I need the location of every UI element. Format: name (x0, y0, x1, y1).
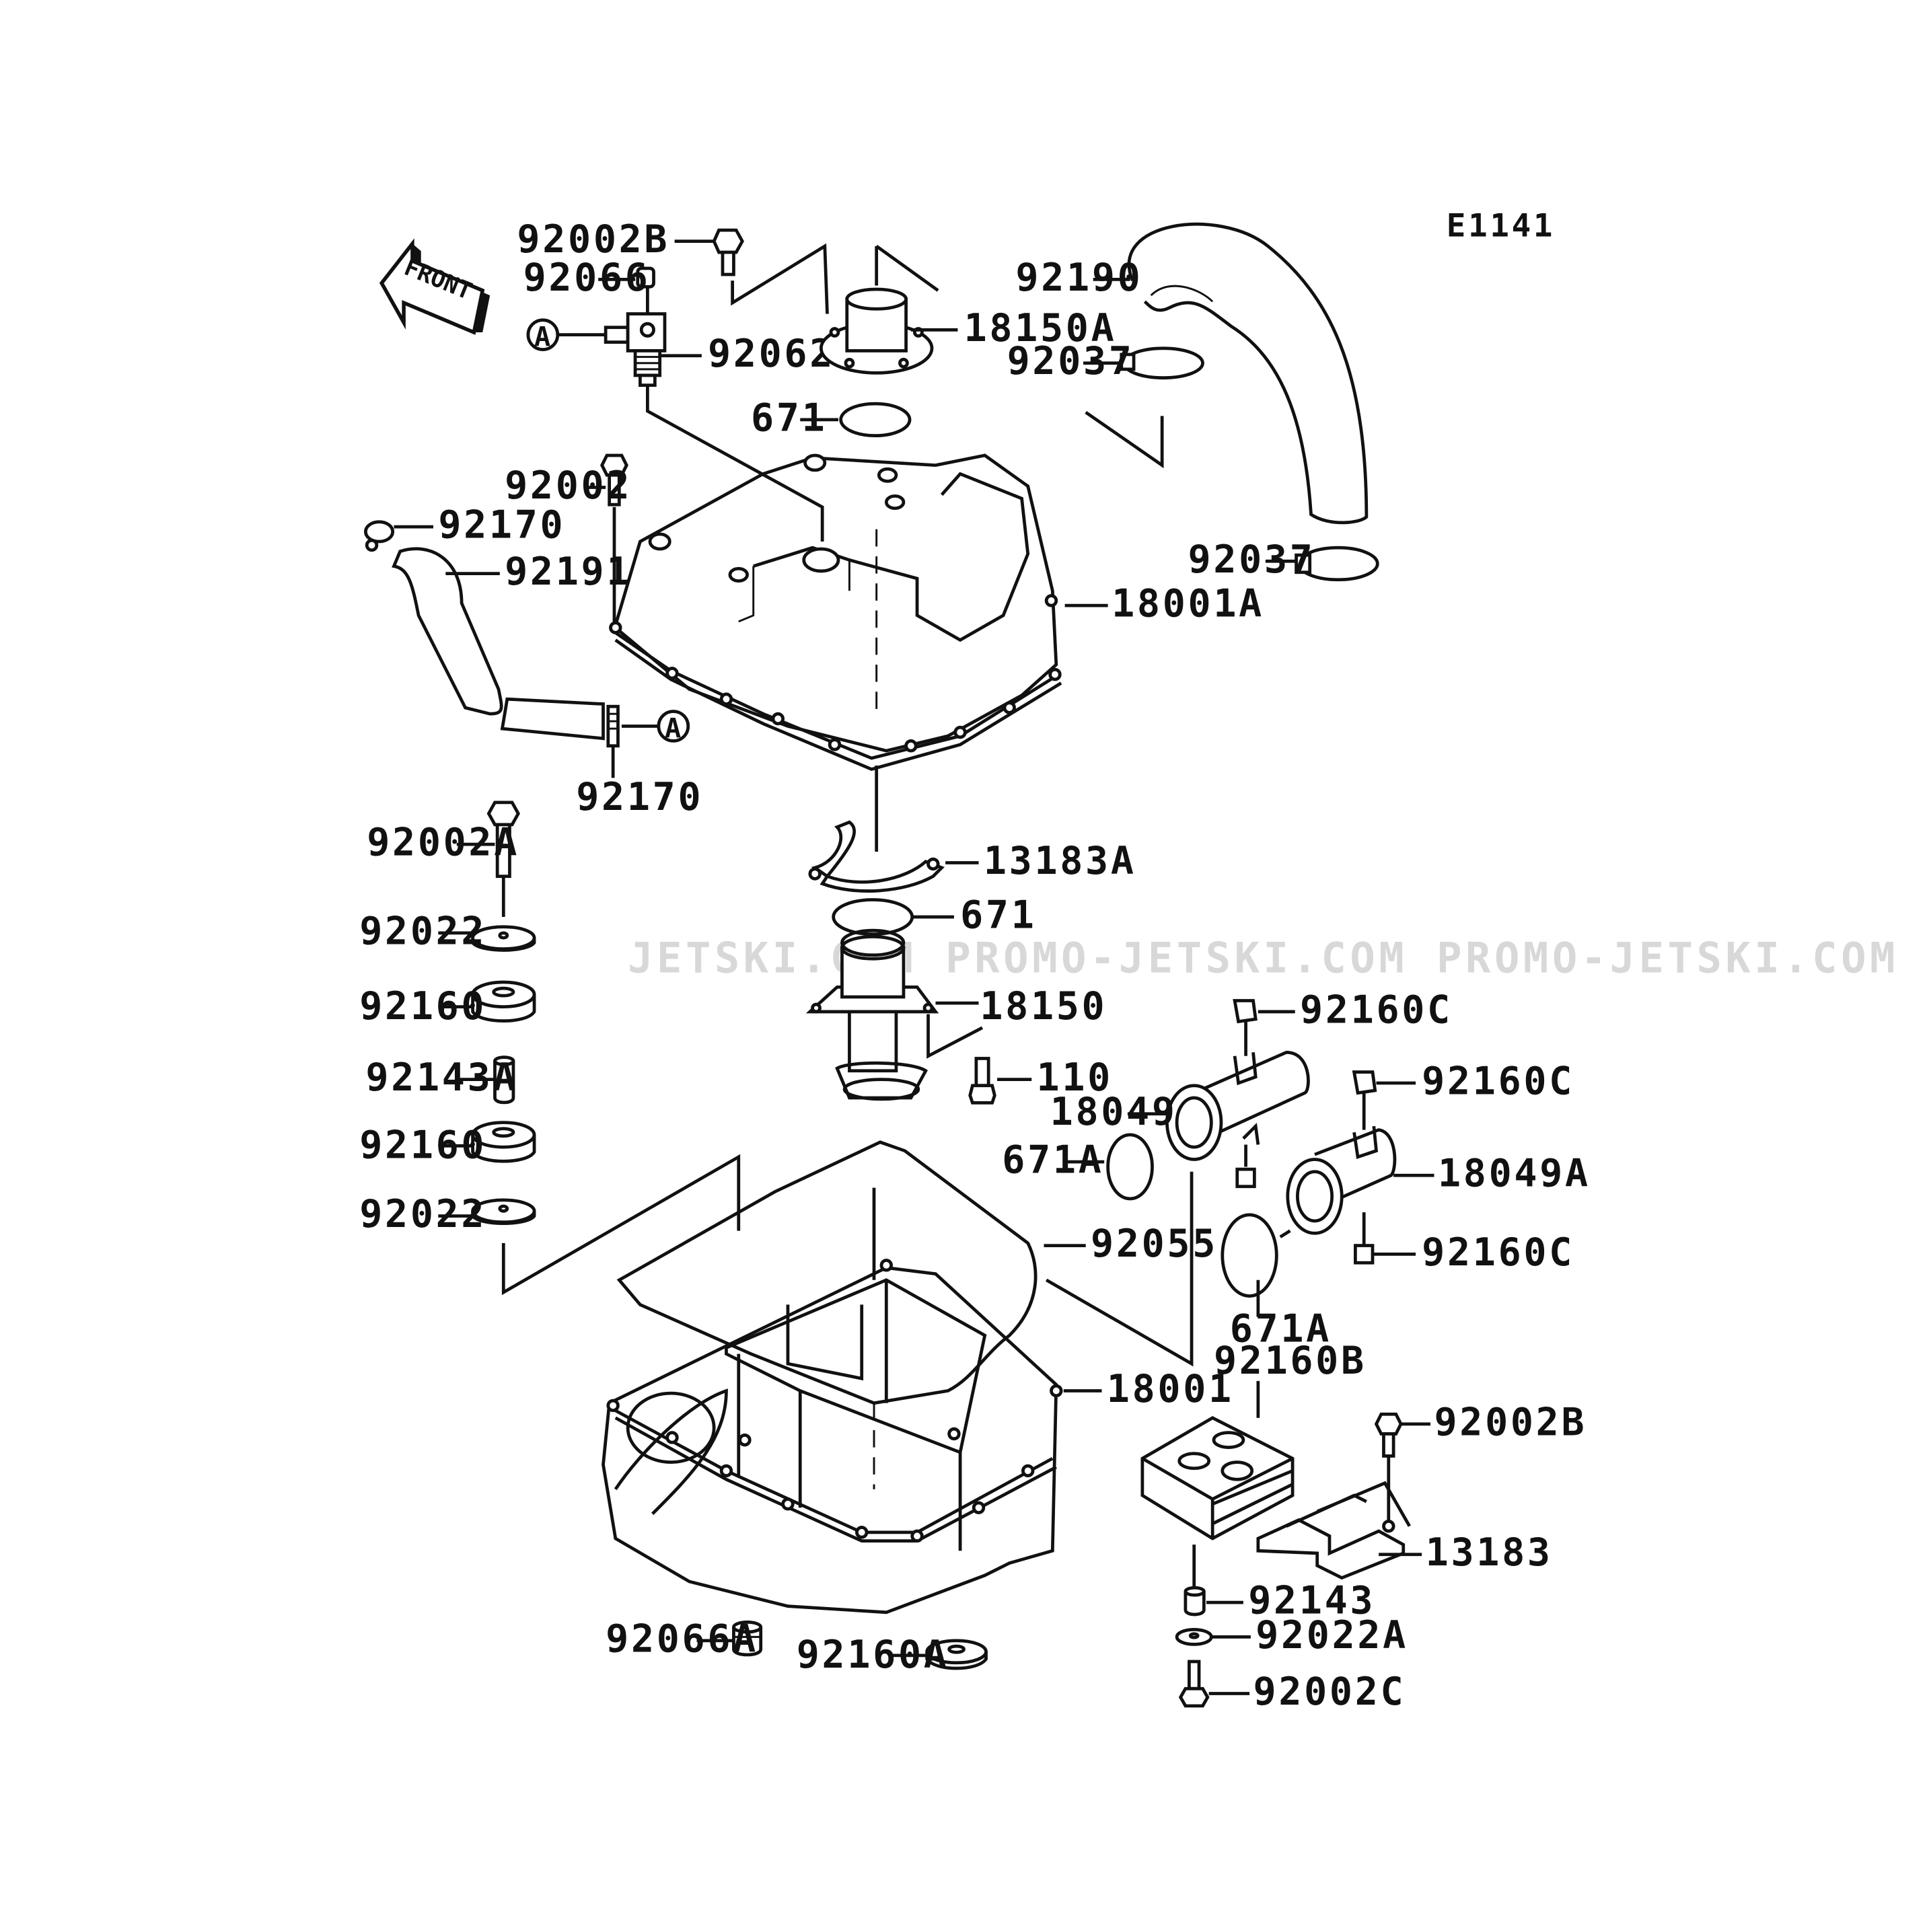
clamp-92037-top (1083, 346, 1204, 469)
label-671A-right: 671A (1230, 1306, 1332, 1351)
bolt-92002A (456, 801, 520, 918)
gasket-92055 (616, 1140, 1086, 1405)
fitting-18150A (819, 287, 958, 375)
plug-92066A (696, 1621, 763, 1657)
spacer-92143A (455, 1055, 515, 1105)
bolt-92002B-bottom (1374, 1412, 1431, 1520)
watermark-text: JETSKI.COM PROMO-JETSKI.COM PROMO-JETSKI… (628, 933, 1899, 982)
label-671A-left: 671A (1002, 1138, 1103, 1183)
fitting-92062 (604, 287, 824, 542)
lower-case-18001 (602, 1259, 1102, 1614)
label-92062: 92062 (708, 332, 835, 376)
label-18049A: 18049A (1438, 1152, 1591, 1196)
cap-92066 (636, 266, 655, 289)
label-92160-top: 92160 (359, 984, 486, 1029)
bracket-13183 (1256, 1481, 1422, 1580)
clamp-92037-bottom (1265, 546, 1379, 582)
oring-671A-right (1045, 1171, 1291, 1367)
label-18150: 18150 (980, 984, 1107, 1029)
label-13183: 13183 (1426, 1530, 1553, 1575)
intake-18049 (1127, 1050, 1310, 1189)
hose-92190 (1093, 222, 1369, 525)
bolt-92002B-top (674, 228, 939, 314)
upper-case-18001A (609, 453, 1108, 772)
front-arrow-icon: FRONT (379, 238, 490, 335)
spacer-92143 (1184, 1586, 1243, 1617)
label-92022-top: 92022 (359, 909, 486, 953)
intake-18049A (1286, 1125, 1434, 1265)
washer-92022-top (438, 925, 536, 952)
label-92170-bottom: 92170 (576, 775, 703, 819)
ref-a-marker-bottom (657, 710, 690, 743)
clip-92160C-2 (1352, 1070, 1416, 1130)
label-18001: 18001 (1107, 1367, 1234, 1411)
diagram-code: E1141 (1447, 207, 1555, 244)
ref-a-marker-top (526, 318, 560, 351)
ref-a-label-top: A (534, 322, 550, 352)
label-92143A: 92143A (365, 1055, 518, 1100)
label-18150A: 18150A (964, 306, 1117, 350)
grommet-92160A (888, 1639, 988, 1670)
label-92037-bottom: 92037 (1188, 537, 1315, 582)
label-92037-top: 92037 (1007, 339, 1134, 383)
label-110: 110 (1037, 1055, 1113, 1100)
label-92143: 92143 (1248, 1579, 1375, 1623)
clip-92170-bottom (606, 704, 658, 778)
oring-671A-left (1064, 1133, 1154, 1201)
label-92055: 92055 (1091, 1222, 1218, 1266)
bolt-110 (968, 1057, 1032, 1105)
washer-92022A (1175, 1628, 1251, 1646)
label-92191: 92191 (505, 550, 632, 594)
label-671-top: 671 (751, 396, 827, 440)
label-18049: 18049 (1050, 1090, 1177, 1134)
label-92160B: 92160B (1214, 1339, 1367, 1383)
label-92170-top: 92170 (438, 503, 565, 548)
label-92002C: 92002C (1253, 1670, 1406, 1714)
label-92160C-1: 92160C (1300, 988, 1453, 1032)
bolt-92002C (1178, 1660, 1250, 1708)
hose-92191 (392, 547, 605, 741)
label-92002: 92002 (505, 463, 632, 508)
label-92022-bottom: 92022 (359, 1192, 486, 1236)
label-671-mid: 671 (960, 893, 1036, 938)
oring-671-top (839, 402, 912, 438)
label-92160C-3: 92160C (1422, 1230, 1574, 1275)
grommet-92160-bottom (438, 1121, 536, 1163)
label-92002A: 92002A (367, 821, 519, 865)
pad-92160B (1140, 1380, 1295, 1588)
label-92066: 92066 (523, 256, 651, 300)
label-92002B-top: 92002B (517, 217, 669, 262)
washer-92022-bottom (438, 1154, 741, 1296)
ref-a-label-bottom: A (665, 713, 681, 744)
label-92160A: 92160A (797, 1633, 949, 1677)
bolt-92002 (585, 453, 628, 622)
oring-671-mid (832, 898, 914, 936)
label-92160-bottom: 92160 (359, 1123, 486, 1168)
clip-92160C-1 (1233, 999, 1295, 1056)
grommet-92160-top (438, 980, 536, 1023)
label-92066A: 92066A (606, 1617, 758, 1661)
label-92022A: 92022A (1255, 1613, 1408, 1658)
label-13183A: 13183A (984, 839, 1136, 883)
label-18001A: 18001A (1112, 582, 1264, 626)
label-92190: 92190 (1015, 256, 1142, 300)
bracket-13183A (808, 766, 979, 893)
duct-18150 (805, 928, 984, 1101)
label-92160C-2: 92160C (1422, 1060, 1574, 1104)
label-92002B-bottom: 92002B (1434, 1400, 1587, 1444)
clip-92170-top (364, 520, 434, 552)
